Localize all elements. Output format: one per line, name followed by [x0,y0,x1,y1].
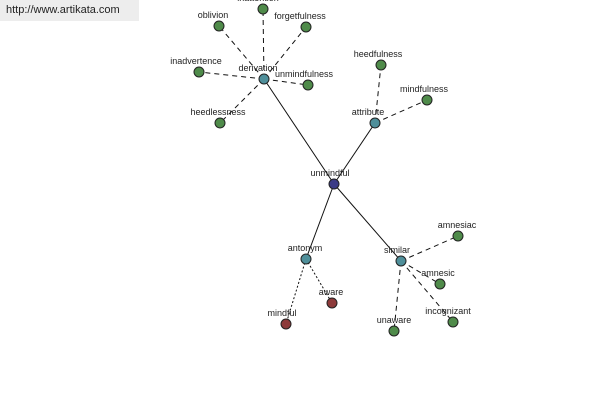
node-derivation[interactable] [258,73,270,85]
node-inattention[interactable] [257,3,269,15]
node-amnesic[interactable] [434,278,446,290]
node-amnesiac[interactable] [452,230,464,242]
label-aware: aware [319,287,344,297]
edge-similar-unaware [393,260,402,332]
node-oblivion[interactable] [213,20,225,32]
node-aware[interactable] [326,297,338,309]
edge-derivation-unmindfulness [263,78,309,86]
label-inadvertence: inadvertence [170,56,222,66]
label-antonym: antonym [288,243,323,253]
node-inadvertence[interactable] [193,66,205,78]
edge-center-attribute [333,122,376,185]
label-mindfulness: mindfulness [400,84,449,94]
node-mindfulness[interactable] [421,94,433,106]
edge-derivation-inattention [262,8,265,80]
source-link[interactable]: http://www.artikata.com [0,0,139,21]
node-antonym[interactable] [300,253,312,265]
label-amnesiac: amnesiac [438,220,477,230]
label-unaware: unaware [377,315,412,325]
label-heedfulness: heedfulness [354,49,403,59]
node-incognizant[interactable] [447,316,459,328]
edge-similar-amnesiac [400,235,459,262]
label-derivation: derivation [238,63,277,73]
label-unmindfulness: unmindfulness [275,69,334,79]
edge-similar-incognizant [400,260,454,323]
label-amnesic: amnesic [421,268,455,278]
label-oblivion: oblivion [198,10,229,20]
edge-derivation-forgetfulness [263,26,307,80]
node-heedlessness[interactable] [214,117,226,129]
label-mindful: mindful [267,308,296,318]
node-unaware[interactable] [388,325,400,337]
edge-antonym-mindful [285,258,307,325]
edge-antonym-aware [305,258,333,304]
edge-derivation-inadvertence [198,71,265,80]
node-forgetfulness[interactable] [300,21,312,33]
node-unmindfulness[interactable] [302,79,314,91]
node-mindful[interactable] [280,318,292,330]
edge-derivation-oblivion [218,25,265,80]
node-heedfulness[interactable] [375,59,387,71]
edge-attribute-mindfulness [374,99,428,124]
label-incognizant: incognizant [425,306,471,316]
label-attribute: attribute [352,107,385,117]
edge-center-derivation [263,78,335,185]
edge-attribute-heedfulness [374,64,382,124]
edge-derivation-heedlessness [219,78,265,124]
edge-center-antonym [305,183,335,260]
node-attribute[interactable] [369,117,381,129]
label-center: unmindful [310,168,349,178]
edge-center-similar [333,183,402,262]
edge-similar-amnesic [400,260,441,285]
node-center[interactable] [328,178,340,190]
label-similar: similar [384,245,410,255]
node-similar[interactable] [395,255,407,267]
label-forgetfulness: forgetfulness [274,11,326,21]
label-inattention: inattention [237,0,279,3]
label-heedlessness: heedlessness [190,107,246,117]
